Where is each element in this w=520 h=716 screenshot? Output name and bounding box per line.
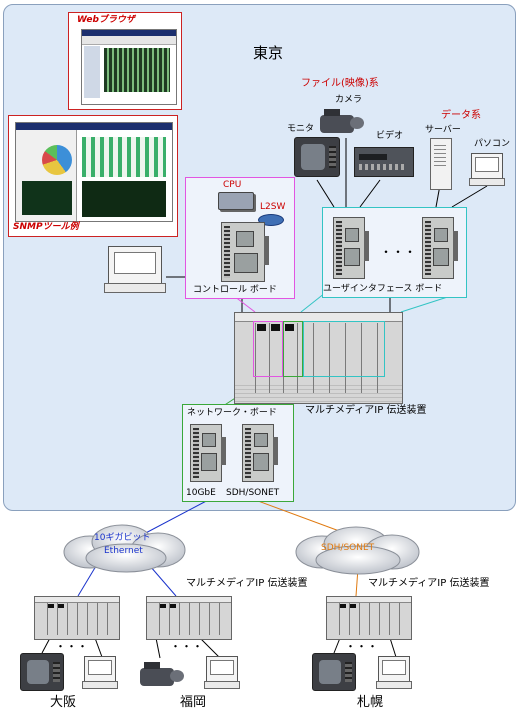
cpu-label: CPU xyxy=(223,180,242,190)
server-label: サーバー xyxy=(425,125,461,135)
file-group-label: ファイル(映像)系 xyxy=(301,78,379,89)
network-board-icon-2 xyxy=(242,424,278,482)
main-device-label: マルチメディアIP 伝送装置 xyxy=(305,405,427,416)
sapporo-monitor-icon xyxy=(312,653,356,691)
ethernet-cloud-line1: 10ギガビット xyxy=(94,533,151,543)
port-10gbe-label: 10GbE xyxy=(186,488,216,498)
ethernet-cloud-line2: Ethernet xyxy=(104,546,143,556)
city-osaka: 大阪 xyxy=(50,695,77,710)
sapporo-pc-icon xyxy=(376,656,412,690)
management-pc xyxy=(104,246,166,294)
pc-label: パソコン xyxy=(474,139,511,149)
ethernet-cloud-icon xyxy=(63,524,186,573)
sapporo-device-chassis xyxy=(326,596,412,640)
cpu-chip-icon xyxy=(218,192,254,210)
main-device-chassis xyxy=(234,312,403,404)
video-label: ビデオ xyxy=(376,131,404,141)
network-board-title: ネットワーク・ボード xyxy=(187,408,277,418)
city-sapporo: 札幌 xyxy=(357,695,384,710)
sdh-cloud-icon xyxy=(295,526,420,575)
camera-label: カメラ xyxy=(335,95,363,105)
osaka-pc-icon xyxy=(82,656,118,690)
osaka-device-chassis xyxy=(34,596,120,640)
browser-panel: Webブラウザ xyxy=(68,12,182,110)
snmp-title: SNMPツール例 xyxy=(13,222,79,232)
monitor-icon xyxy=(294,137,340,177)
osaka-monitor-icon xyxy=(20,653,64,691)
l2sw-label: L2SW xyxy=(260,202,286,212)
control-board-label: コントロール ボード xyxy=(193,285,277,295)
user-board-icon-2 xyxy=(422,217,458,279)
snmp-screenshot xyxy=(15,122,173,222)
user-board-label: ユーザインタフェース ボード xyxy=(323,284,443,294)
network-slot-highlight xyxy=(283,321,303,377)
video-recorder-icon xyxy=(354,147,414,177)
user-slot-highlight xyxy=(303,321,385,377)
user-board-dots: ・・・ xyxy=(380,245,417,259)
fukuoka-pc-icon xyxy=(204,656,240,690)
fukuoka-device-chassis xyxy=(146,596,232,640)
network-board-icon-1 xyxy=(190,424,226,482)
sapporo-dots: ・・・ xyxy=(345,640,378,653)
tokyo-label: 東京 xyxy=(253,44,284,62)
monitor-label: モニタ xyxy=(287,124,315,134)
port-sdh-label: SDH/SONET xyxy=(226,488,280,498)
remote-device-label-osaka-fukuoka: マルチメディアIP 伝送装置 xyxy=(186,578,308,589)
camera-icon xyxy=(320,107,364,137)
osaka-dots: ・・・ xyxy=(55,640,88,653)
snmp-panel: SNMPツール例 xyxy=(8,115,178,237)
control-slot-highlight xyxy=(253,321,283,377)
control-board-icon xyxy=(221,222,269,282)
sdh-cloud-label: SDH/SONET xyxy=(321,543,375,553)
fukuoka-camera-icon xyxy=(140,660,184,690)
user-board-icon-1 xyxy=(333,217,369,279)
pc-icon xyxy=(469,153,505,187)
city-fukuoka: 福岡 xyxy=(180,695,207,710)
server-icon xyxy=(430,138,452,190)
fukuoka-dots: ・・・ xyxy=(170,640,203,653)
data-group-label: データ系 xyxy=(441,110,481,121)
browser-title: Webブラウザ xyxy=(77,15,135,25)
browser-screenshot xyxy=(81,29,177,105)
remote-device-label-sapporo: マルチメディアIP 伝送装置 xyxy=(368,578,490,589)
